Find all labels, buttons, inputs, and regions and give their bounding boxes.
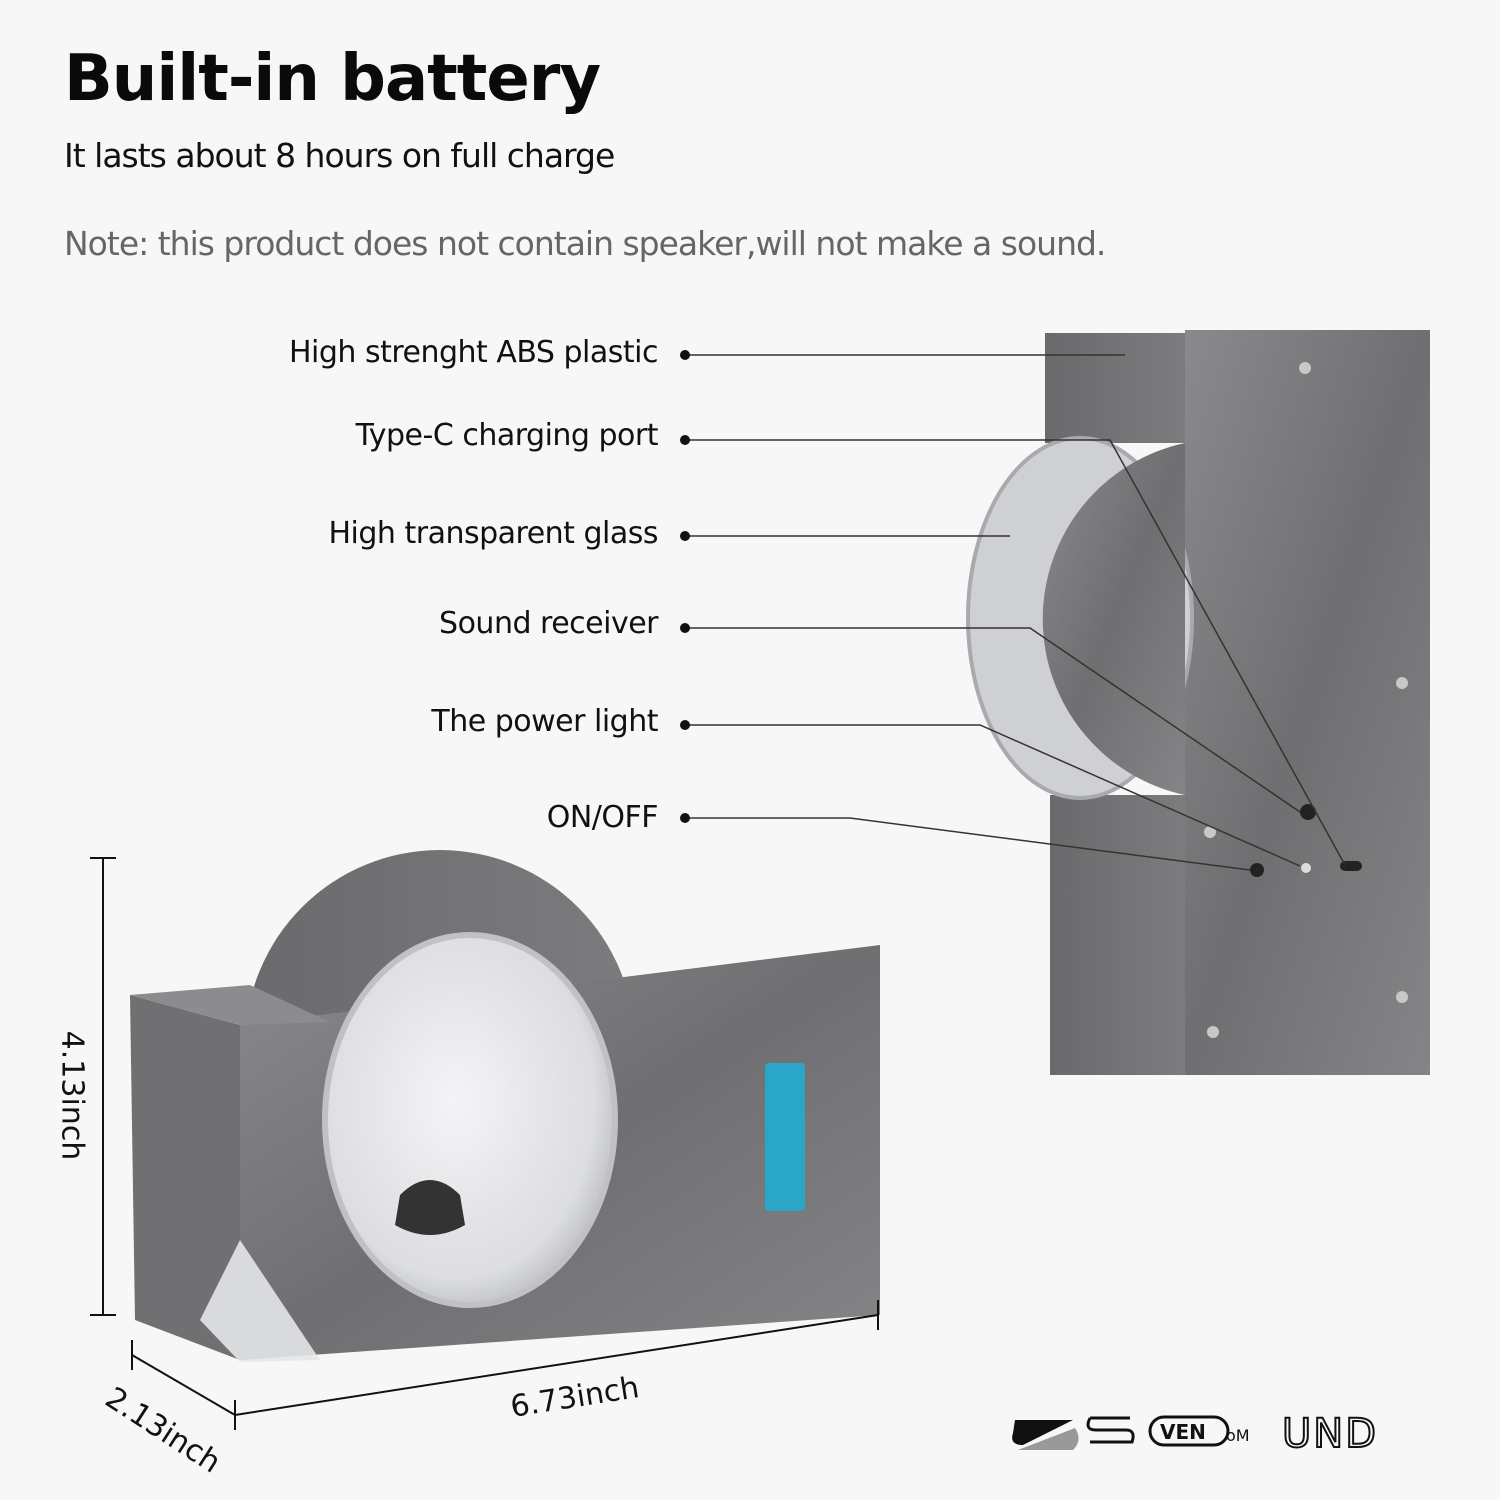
svg-text:oM: oM	[1226, 1426, 1250, 1445]
power-button-icon	[1250, 863, 1264, 877]
height-dimension-label: 4.13inch	[54, 1030, 90, 1161]
product-front-view	[130, 850, 880, 1362]
callout-glass: High transparent glass	[328, 516, 658, 551]
callout-type-c-port: Type-C charging port	[355, 418, 659, 453]
usb-c-port-icon	[1340, 861, 1362, 871]
sound-receiver-icon	[1300, 804, 1316, 820]
svg-text:VEN: VEN	[1160, 1420, 1206, 1444]
brand-badge	[765, 1063, 805, 1211]
brand-logo: VEN oM UND	[1012, 1410, 1378, 1458]
callout-on-off: ON/OFF	[546, 800, 659, 835]
callout-lines	[685, 354, 1346, 871]
callout-abs-plastic: High strenght ABS plastic	[288, 335, 659, 370]
power-light-icon	[1301, 863, 1311, 873]
subtitle: It lasts about 8 hours on full charge	[64, 136, 615, 175]
callout-sound-receiver: Sound receiver	[439, 606, 658, 641]
svg-text:UND: UND	[1282, 1411, 1378, 1457]
dimension-lines	[90, 857, 879, 1430]
callout-dots	[680, 350, 690, 823]
callout-power-light: The power light	[431, 704, 658, 739]
note-text: Note: this product does not contain spea…	[64, 224, 1106, 263]
product-back-view	[966, 330, 1430, 1075]
knob-icon	[395, 1180, 465, 1235]
page-title: Built-in battery	[64, 42, 601, 116]
